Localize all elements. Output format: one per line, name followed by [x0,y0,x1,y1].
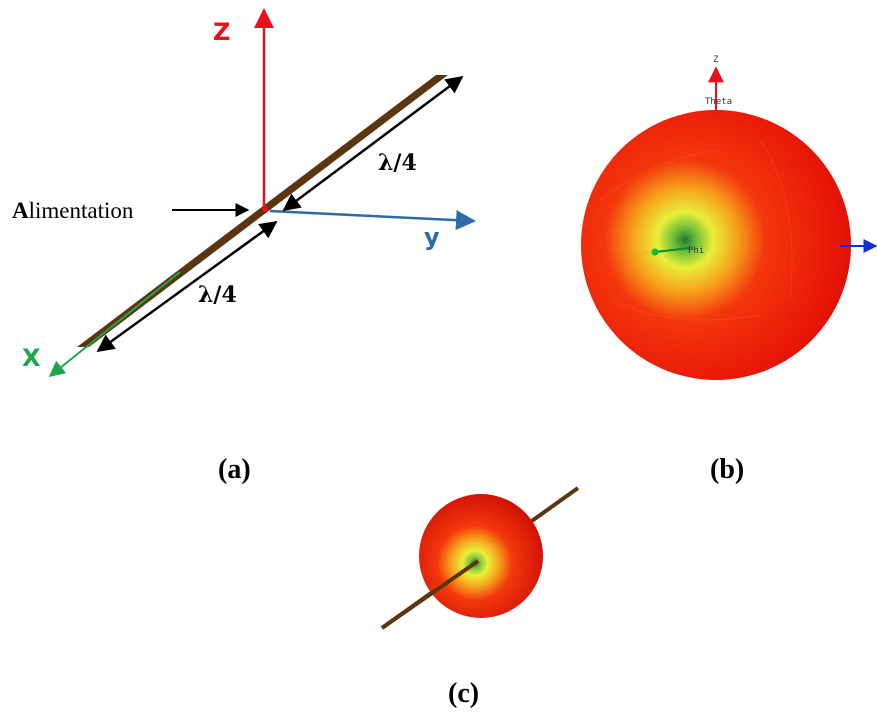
mesh-lines [599,139,793,321]
phi-vector [654,247,691,253]
panel-c-caption: (c) [448,678,479,709]
panel-c: (c) [380,486,580,709]
panel-a: Z y X Alimentation λ/4 λ/4 (a) [12,8,476,485]
x-axis [48,271,181,377]
upper-arm-label: λ/4 [378,150,417,176]
b-z-axis-label: Z [713,55,719,65]
c-dipole-rod-front [380,559,480,630]
phi-label: Phi [688,246,704,256]
x-axis-label: X [22,344,41,372]
phi-origin [651,248,659,256]
z-axis-label: Z [213,18,230,46]
panel-b-caption: (b) [710,454,744,485]
feed-label: Alimentation [12,198,134,223]
c-radiation-pattern-sphere [419,494,543,618]
y-axis-label: y [424,223,440,251]
feed-label-rest: limentation [29,198,134,223]
radiation-pattern-sphere [581,110,851,380]
panel-b: Z Theta Phi (b) [581,55,877,485]
lower-arm-dimension [96,220,278,353]
theta-label: Theta [705,97,732,107]
upper-arm-dimension [282,75,464,212]
feed-label-initial: A [12,198,29,223]
panel-a-caption: (a) [218,454,251,485]
y-axis [269,209,476,231]
lower-arm-label: λ/4 [198,282,237,308]
feed-point [262,206,268,212]
